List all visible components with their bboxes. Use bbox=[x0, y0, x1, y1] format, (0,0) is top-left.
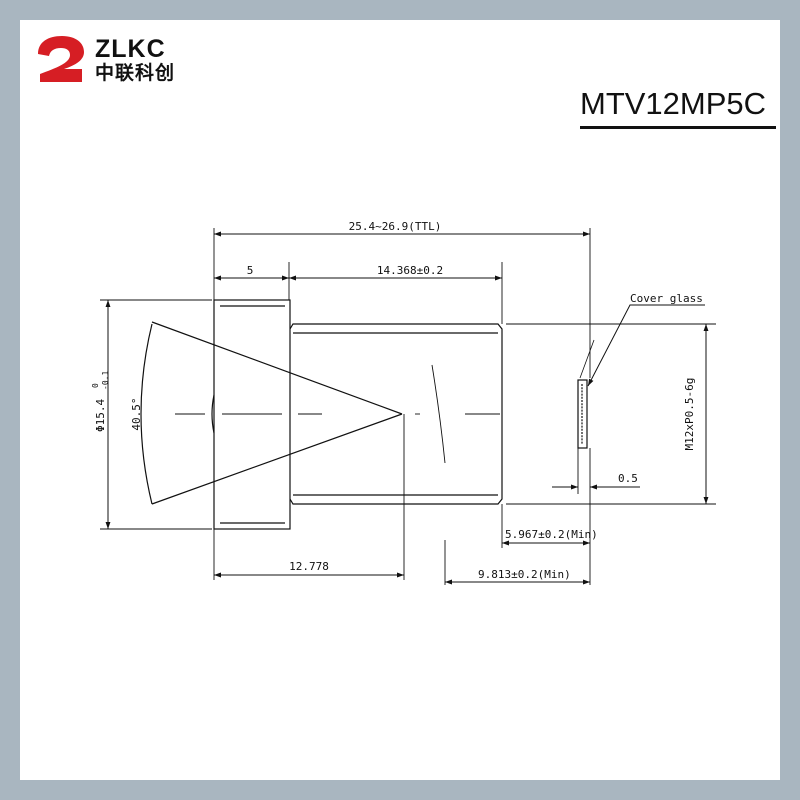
fov-rays bbox=[140, 321, 403, 505]
lens-head bbox=[213, 299, 291, 530]
lens-barrel bbox=[289, 323, 503, 505]
zlkc-logo-icon bbox=[38, 36, 84, 82]
brand-wordmark: ZLKC 中联科创 bbox=[95, 36, 175, 84]
label-flange: 5 bbox=[247, 264, 254, 277]
label-bfl-optical: 9.813±0.2(Min) bbox=[478, 568, 571, 581]
model-number: MTV12MP5C bbox=[580, 86, 767, 121]
label-cover-glass: Cover glass bbox=[630, 292, 703, 305]
label-bfl-mech: 5.967±0.2(Min) bbox=[505, 528, 598, 541]
model-underline bbox=[580, 126, 776, 129]
label-diameter-tol-upper: 0 bbox=[91, 383, 100, 388]
brand-chinese: 中联科创 bbox=[95, 62, 176, 84]
label-barrel: 14.368±0.2 bbox=[377, 264, 443, 277]
label-lens-center: 12.778 bbox=[289, 560, 329, 573]
label-ttl: 25.4~26.9(TTL) bbox=[349, 220, 442, 233]
drawing-sheet bbox=[20, 20, 780, 780]
cover-glass bbox=[577, 379, 588, 449]
label-diameter-tol-lower: -0.1 bbox=[101, 371, 110, 390]
label-glass-thickness: 0.5 bbox=[618, 472, 638, 485]
label-fov: 40.5° bbox=[130, 397, 143, 430]
cover-glass-leader bbox=[587, 304, 705, 387]
label-diameter: Φ15.4 bbox=[94, 399, 107, 432]
brand-latin: ZLKC bbox=[95, 35, 166, 63]
label-thread: M12xP0.5-6g bbox=[683, 378, 696, 451]
